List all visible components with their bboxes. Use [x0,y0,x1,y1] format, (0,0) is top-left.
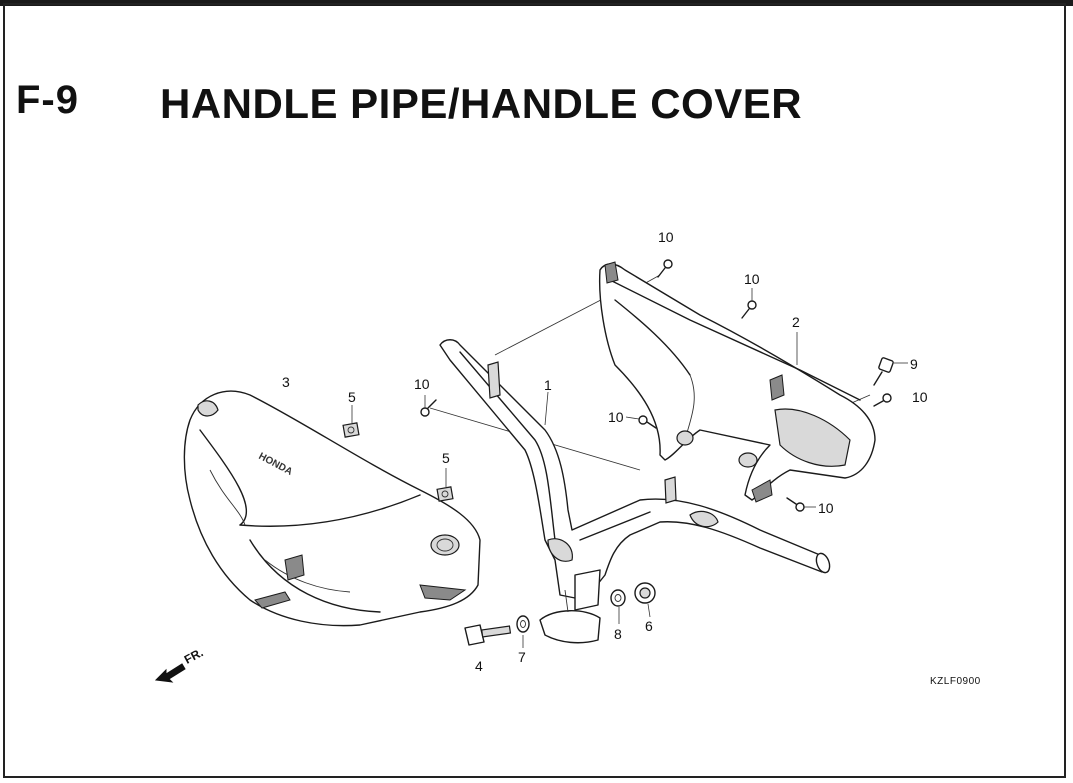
section-code: F-9 [16,78,79,122]
screw-10e [873,393,892,407]
handle-cover-rear [598,261,876,503]
screw-10d [625,415,657,429]
page-frame [3,3,1066,778]
screw-10c [741,288,757,319]
page-title: HANDLE PIPE/HANDLE COVER [160,80,803,127]
screw-10b [657,259,673,278]
screw-10a [420,395,437,417]
washer-7 [516,615,530,648]
collar-6 [634,582,656,618]
callout-4: 4 [475,658,483,674]
bolt-9 [873,357,908,386]
callout-10a: 10 [658,229,674,245]
callout-10e: 10 [608,409,624,425]
callout-10f: 10 [818,500,834,516]
clip-5a [342,405,360,438]
callout-10c: 10 [912,389,928,405]
nut-8 [610,589,626,624]
handle-cover-front: HONDA [183,390,481,627]
front-arrow-icon [154,663,186,683]
callout-5a: 5 [348,389,356,405]
clip-5b [436,468,454,502]
callout-10b: 10 [744,271,760,287]
callout-7: 7 [518,649,526,665]
callout-3: 3 [282,374,290,390]
callout-10d: 10 [414,376,430,392]
front-direction-indicator: FR. [152,645,222,686]
callout-9: 9 [910,356,918,372]
bolt-4 [464,624,512,646]
screw-10f [786,497,816,512]
callout-6: 6 [645,618,653,634]
figure-code: KZLF0900 [930,676,981,687]
callout-8: 8 [614,626,622,642]
callout-2: 2 [792,314,800,330]
callout-1: 1 [544,377,552,393]
handle-pipe [439,339,831,644]
callout-5b: 5 [442,450,450,466]
